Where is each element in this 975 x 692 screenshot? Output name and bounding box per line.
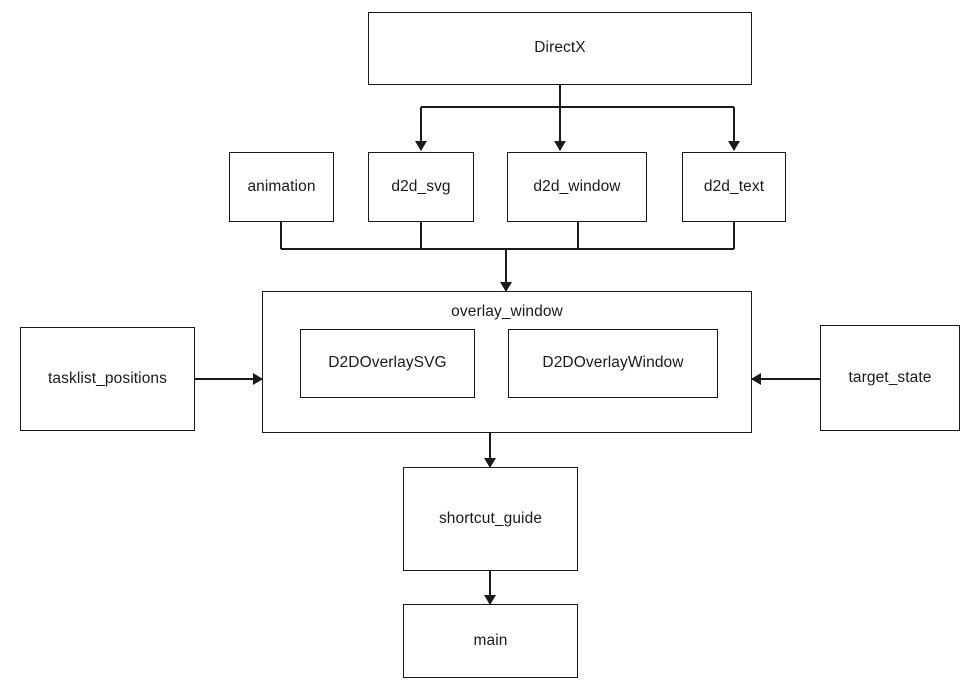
node-d2doverlaywindow[interactable]: D2DOverlayWindow <box>508 329 718 398</box>
node-shortcut-guide-label: shortcut_guide <box>438 509 543 527</box>
node-d2doverlaysvg[interactable]: D2DOverlaySVG <box>300 329 475 398</box>
node-animation-label: animation <box>247 177 316 195</box>
node-d2d-svg-label: d2d_svg <box>391 177 451 195</box>
node-main[interactable]: main <box>403 604 578 678</box>
node-shortcut-guide[interactable]: shortcut_guide <box>403 467 578 571</box>
node-d2d-window-label: d2d_window <box>533 177 621 195</box>
node-directx[interactable]: DirectX <box>368 12 752 85</box>
node-directx-label: DirectX <box>534 39 586 57</box>
node-d2d-svg[interactable]: d2d_svg <box>368 152 474 222</box>
node-target-state[interactable]: target_state <box>820 325 960 431</box>
node-tasklist-positions-label: tasklist_positions <box>48 369 167 387</box>
node-d2d-window[interactable]: d2d_window <box>507 152 647 222</box>
node-main-label: main <box>473 631 508 649</box>
node-d2doverlaywindow-label: D2DOverlayWindow <box>542 354 684 372</box>
node-target-state-label: target_state <box>848 368 932 386</box>
node-d2d-text[interactable]: d2d_text <box>682 152 786 222</box>
node-d2d-text-label: d2d_text <box>703 177 765 195</box>
node-d2doverlaysvg-label: D2DOverlaySVG <box>328 354 447 372</box>
node-tasklist-positions[interactable]: tasklist_positions <box>20 327 195 431</box>
node-animation[interactable]: animation <box>229 152 334 222</box>
node-overlay-window-label: overlay_window <box>451 303 563 320</box>
node-overlay-window-container[interactable]: overlay_window D2DOverlaySVG D2DOverlayW… <box>262 291 752 433</box>
